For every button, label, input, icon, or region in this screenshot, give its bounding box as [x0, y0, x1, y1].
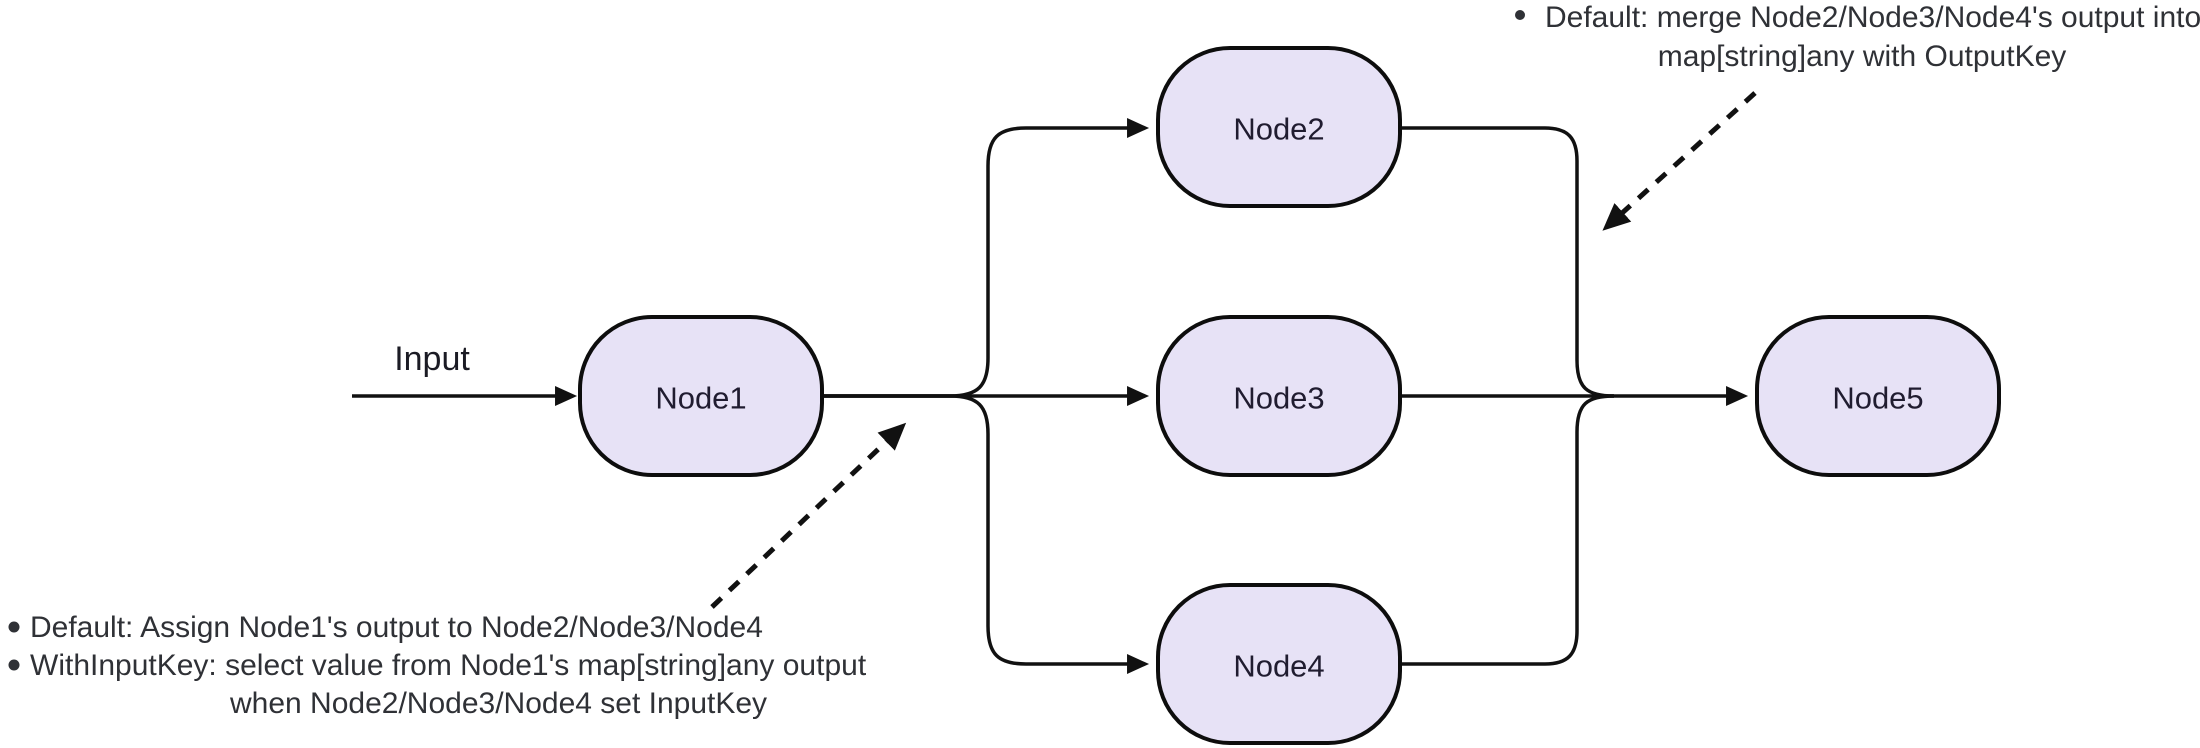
- node3-label: Node3: [1233, 381, 1324, 416]
- node5-label: Node5: [1832, 381, 1923, 416]
- bullet-icon: [8, 659, 20, 671]
- fan-out-annotation-line3: when Node2/Node3/Node4 set InputKey: [229, 687, 767, 720]
- node-node4: Node4: [1156, 583, 1402, 745]
- bullet-icon: [8, 621, 20, 633]
- fan-out-annotation-arrow: [710, 422, 907, 609]
- node-node5: Node5: [1755, 315, 2001, 477]
- annotation-arrows: [710, 91, 1757, 609]
- node-node3: Node3: [1156, 315, 1402, 477]
- edges: [352, 118, 1749, 674]
- edge-node1-node2: [822, 118, 1150, 398]
- node-node1: Node1: [578, 315, 824, 477]
- input-edge-label: Input: [394, 340, 470, 378]
- node1-label: Node1: [655, 381, 746, 416]
- fan-in-annotation-arrow: [1602, 91, 1757, 231]
- bullet-icon: [1515, 10, 1525, 20]
- edge-node1-node4: [822, 394, 1150, 674]
- edge-node2-node5: [1400, 126, 1615, 398]
- node2-shape: [1156, 46, 1402, 208]
- fan-in-annotation-line2: map[string]any with OutputKey: [1658, 40, 2067, 73]
- node2-label: Node2: [1233, 112, 1324, 147]
- fan-out-annotation-line1: Default: Assign Node1's output to Node2/…: [30, 611, 763, 644]
- fan-in-annotation-line1: Default: merge Node2/Node3/Node4's outpu…: [1545, 1, 2200, 34]
- fan-in-annotation: Default: merge Node2/Node3/Node4's outpu…: [1515, 1, 2200, 73]
- node-node2: Node2: [1156, 46, 1402, 208]
- node1-shape: [578, 315, 824, 477]
- edge-node4-node5: [1400, 394, 1615, 666]
- node5-shape: [1755, 315, 2001, 477]
- node4-shape: [1156, 583, 1402, 745]
- node3-shape: [1156, 315, 1402, 477]
- node4-label: Node4: [1233, 649, 1324, 684]
- fan-out-annotation-line2: WithInputKey: select value from Node1's …: [30, 649, 867, 682]
- fan-out-annotation: Default: Assign Node1's output to Node2/…: [8, 611, 867, 720]
